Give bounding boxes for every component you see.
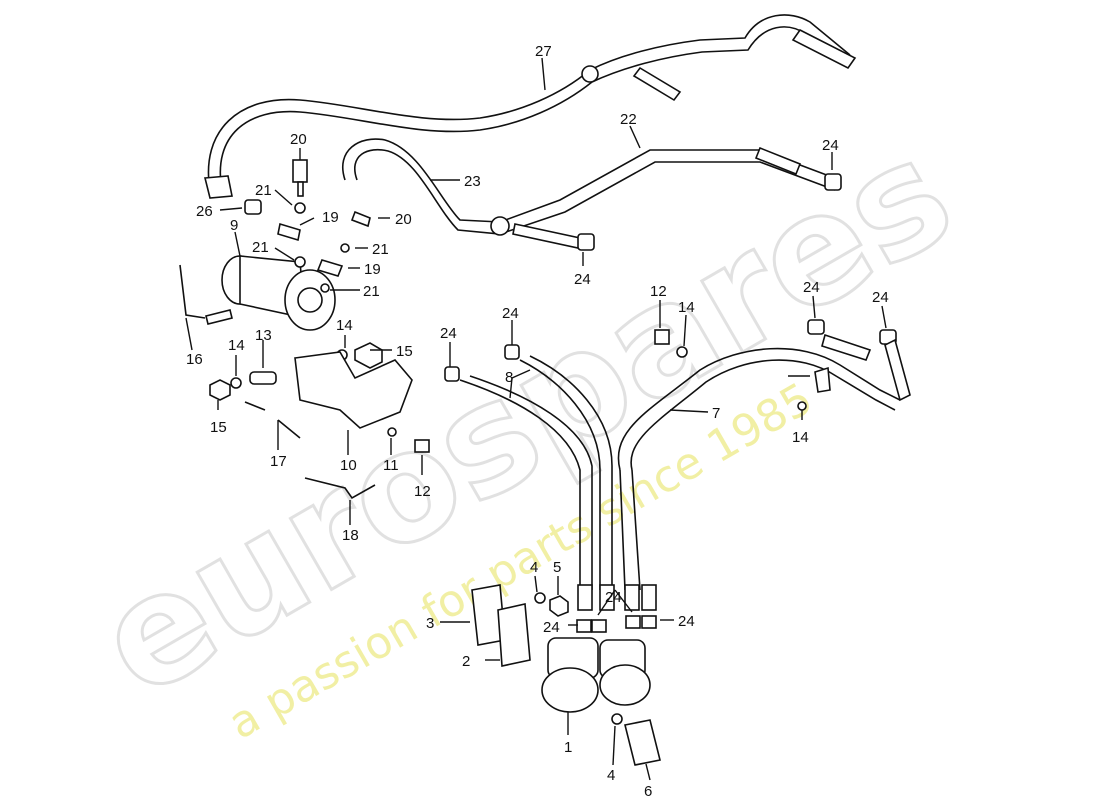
callout-24h: 24	[543, 619, 560, 636]
callout-3: 3	[426, 615, 434, 632]
fuel-line-26	[203, 14, 857, 199]
callout-24d: 24	[502, 305, 519, 322]
hose-segment	[632, 66, 682, 102]
callout-21: 21	[255, 182, 272, 199]
callout-2: 2	[462, 653, 470, 670]
callout-24b: 24	[574, 271, 591, 288]
hose-segment-end	[791, 28, 857, 70]
hose-segment-left	[203, 175, 233, 199]
callout-11: 11	[383, 457, 399, 474]
callout-14d: 14	[792, 429, 809, 446]
callout-7: 7	[712, 405, 720, 422]
callout-21d: 21	[363, 283, 380, 300]
leader-lines	[185, 57, 887, 781]
cap-24b	[577, 233, 595, 251]
callout-24c: 24	[440, 325, 457, 342]
callout-24f: 24	[872, 289, 889, 306]
callout-24i: 24	[678, 613, 695, 630]
tee-junction	[581, 65, 599, 83]
callout-21c: 21	[252, 239, 269, 256]
callout-17: 17	[270, 453, 287, 470]
hose-segment-3	[754, 146, 802, 176]
callout-13: 13	[255, 327, 272, 344]
fuel-lines-8	[444, 344, 615, 611]
callout-15a: 15	[210, 419, 227, 436]
callout-24e: 24	[803, 279, 820, 296]
cap-24	[824, 173, 842, 191]
callout-20: 20	[290, 131, 307, 148]
callout-4b: 4	[607, 767, 615, 784]
electric-fuel-pump	[221, 255, 336, 331]
callout-1: 1	[564, 739, 572, 756]
callout-4a: 4	[530, 559, 538, 576]
small-hardware	[179, 159, 430, 500]
callout-24a: 24	[822, 137, 839, 154]
hose-segment-2	[512, 223, 581, 249]
mechanical-fuel-pumps	[471, 584, 661, 766]
callout-8: 8	[505, 369, 513, 386]
callout-23: 23	[464, 173, 481, 190]
callout-19b: 19	[364, 261, 381, 278]
callout-25: 26	[196, 203, 213, 220]
callout-21b: 21	[372, 241, 389, 258]
callout-26: 27	[535, 43, 552, 60]
callout-9: 9	[230, 217, 238, 234]
callout-10: 10	[340, 457, 357, 474]
mounting-bracket	[294, 351, 413, 429]
callout-12b: 12	[650, 283, 667, 300]
callout-14b: 14	[336, 317, 353, 334]
callout-24g: 24	[605, 589, 622, 606]
callout-14a: 14	[228, 337, 245, 354]
callout-19: 19	[322, 209, 339, 226]
callout-16: 16	[186, 351, 203, 368]
callout-6: 6	[644, 783, 652, 800]
callout-18: 18	[342, 527, 359, 544]
callout-22: 22	[620, 111, 637, 128]
callout-14c: 14	[678, 299, 695, 316]
callout-12a: 12	[414, 483, 431, 500]
callout-labels: 27 20 21 19 20 21 21 19 21 23 22 24 24 2…	[186, 43, 889, 800]
callout-20b: 20	[395, 211, 412, 228]
callout-15b: 15	[396, 343, 413, 360]
fuel-line-22-23	[342, 138, 842, 251]
fuel-lines-7	[617, 319, 911, 611]
tee-junction-2	[490, 216, 510, 236]
callout-5: 5	[553, 559, 561, 576]
